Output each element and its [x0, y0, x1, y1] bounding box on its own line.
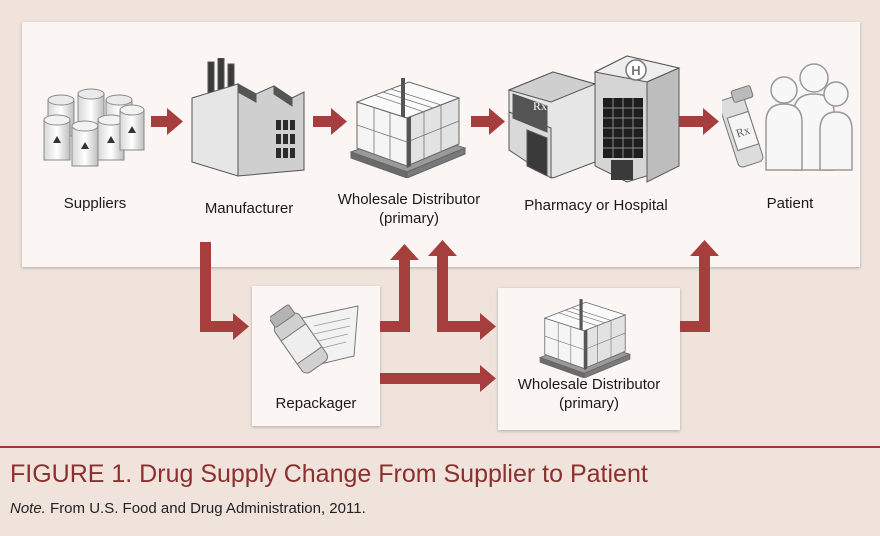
arrow-pharmacy-to-patient [679, 108, 719, 135]
factory-icon [191, 58, 305, 177]
figure-caption-note: Note. From U.S. Food and Drug Administra… [10, 500, 366, 517]
note-label: Note. [10, 500, 46, 517]
caption-divider [0, 446, 880, 448]
figure-caption-title: FIGURE 1. Drug Supply Change From Suppli… [10, 460, 648, 488]
arrow-suppliers-to-manufacturer [151, 108, 183, 135]
wholesale-distributor-label-line1: Wholesale Distributor [337, 191, 481, 208]
arrow-manufacturer-to-wholesale [313, 108, 347, 135]
rx-label-icon: Rx [734, 123, 752, 141]
arrow-wholesale-to-pharmacy [471, 108, 505, 135]
pallet-boxes-icon [538, 299, 632, 378]
wholesale-distributor-secondary-label-line2: (primary) [559, 395, 619, 412]
hospital-sign-icon: H [631, 63, 640, 78]
wholesale-distributor-secondary-label: Wholesale Distributor (primary) [498, 375, 680, 413]
arrow-wholesale-to-wholesale-secondary [428, 240, 496, 340]
patient-people-icon: Rx [722, 63, 853, 171]
arrow-manufacturer-to-repackager [200, 242, 249, 340]
bottle-label-icon [270, 304, 359, 374]
note-text: From U.S. Food and Drug Administration, … [45, 500, 366, 517]
pharmacy-or-hospital-label: Pharmacy or Hospital [524, 197, 668, 214]
wholesale-distributor-secondary-label-line1: Wholesale Distributor [517, 376, 661, 393]
pharmacy-sign-icon: Rx [533, 99, 547, 113]
pallet-boxes-icon [349, 78, 467, 178]
suppliers-label: Suppliers [63, 195, 127, 212]
arrow-wholesale-secondary-to-pharmacy [680, 240, 719, 332]
wholesale-distributor-label: Wholesale Distributor (primary) [328, 190, 490, 228]
wholesale-distributor-label-line2: (primary) [379, 210, 439, 227]
repackager-label: Repackager [275, 395, 357, 412]
manufacturer-label: Manufacturer [204, 200, 294, 217]
pharmacy-hospital-icon: H Rx [507, 55, 681, 183]
patient-label: Patient [766, 195, 814, 212]
arrow-repackager-to-wholesale [380, 244, 419, 332]
drums-icon [43, 88, 145, 167]
arrow-repackager-to-wholesale-secondary [380, 365, 496, 392]
